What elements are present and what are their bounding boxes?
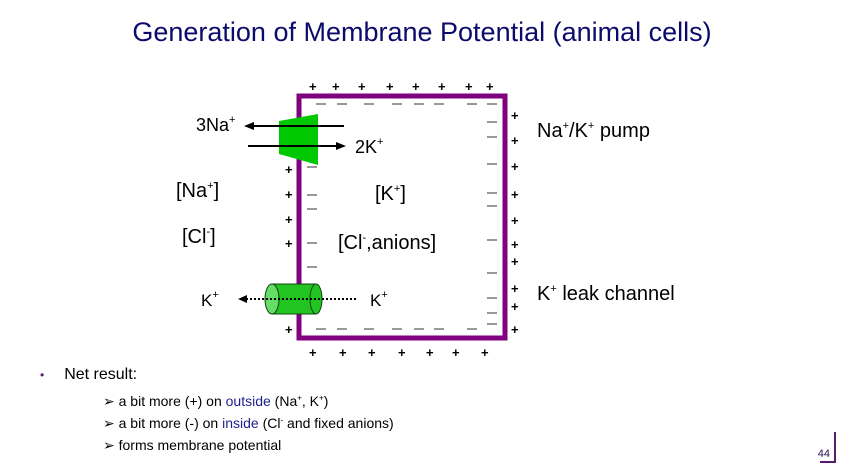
k-leak-out-label: K+: [201, 289, 219, 310]
page-number: 44: [817, 448, 830, 460]
na-concentration-label: [Na+]: [176, 180, 220, 202]
svg-text:+: +: [309, 79, 317, 94]
svg-text:+: +: [285, 322, 293, 337]
svg-text:+: +: [511, 108, 519, 123]
cl-concentration-label: [Cl-]: [182, 226, 216, 248]
slide-title: Generation of Membrane Potential (animal…: [132, 17, 712, 47]
svg-text:+: +: [426, 345, 434, 360]
page-corner-line: [834, 432, 836, 462]
svg-text:+: +: [309, 345, 317, 360]
svg-text:+: +: [285, 162, 293, 177]
svg-text:+: +: [438, 79, 446, 94]
arrow-left-icon: [244, 122, 254, 130]
cl-anions-label: [Cl-,anions]: [338, 232, 437, 254]
svg-text:+: +: [465, 79, 473, 94]
svg-text:+: +: [339, 345, 347, 360]
page-corner-line: [820, 461, 836, 463]
svg-text:+: +: [511, 213, 519, 228]
pump-label: Na+/K+ pump: [537, 120, 650, 142]
svg-text:+: +: [452, 345, 460, 360]
svg-text:+: +: [368, 345, 376, 360]
svg-text:+: +: [511, 281, 519, 296]
k-concentration-label: [K+]: [375, 183, 406, 205]
sub-bullet-2: ➢ a bit more (-) on inside (Cl- and fixe…: [103, 415, 394, 431]
sub-bullet-3: ➢ forms membrane potential: [103, 437, 282, 453]
svg-text:+: +: [481, 345, 489, 360]
k-leak-in-label: K+: [370, 289, 388, 310]
svg-text:+: +: [511, 133, 519, 148]
bullet-main: •Net result:: [40, 366, 138, 383]
na-out-label: 3Na+: [196, 114, 236, 135]
svg-text:+: +: [486, 79, 494, 94]
svg-text:+: +: [386, 79, 394, 94]
svg-text:+: +: [412, 79, 420, 94]
svg-text:+: +: [511, 254, 519, 269]
svg-text:+: +: [332, 79, 340, 94]
k-in-pump-label: 2K+: [355, 136, 384, 157]
arrow-left-icon: [238, 295, 247, 303]
na-k-pump-icon: [279, 114, 318, 165]
svg-text:+: +: [511, 159, 519, 174]
arrow-right-icon: [336, 142, 346, 150]
svg-text:+: +: [358, 79, 366, 94]
cell-membrane: [296, 93, 508, 341]
svg-text:+: +: [285, 187, 293, 202]
svg-text:+: +: [511, 299, 519, 314]
leak-channel-label: K+ leak channel: [537, 283, 675, 305]
svg-text:+: +: [285, 212, 293, 227]
svg-text:+: +: [398, 345, 406, 360]
svg-text:+: +: [511, 322, 519, 337]
svg-text:+: +: [285, 236, 293, 251]
svg-text:+: +: [511, 187, 519, 202]
svg-text:+: +: [511, 237, 519, 252]
sub-bullet-1: ➢ a bit more (+) on outside (Na+, K+): [103, 393, 329, 409]
